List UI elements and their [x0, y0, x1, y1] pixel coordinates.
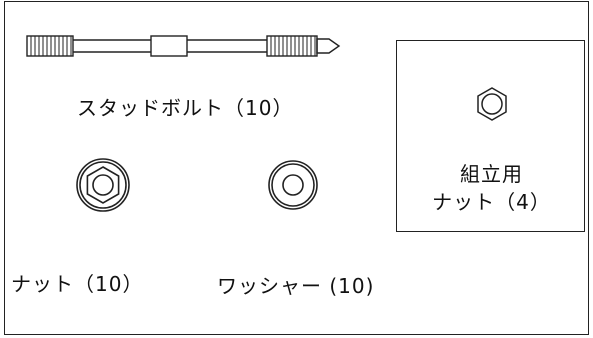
- assembly-nut-label-line1: 組立用: [460, 162, 523, 186]
- nut-label: ナット（10）: [11, 272, 144, 296]
- stud-bolt-icon: [26, 35, 341, 57]
- assembly-nut-label-line2: ナット（4）: [432, 190, 551, 214]
- washer-icon: [268, 160, 318, 210]
- hex-nut-small-icon: [477, 87, 507, 121]
- hex-nut-icon: [76, 158, 130, 212]
- parts-diagram-frame: スタッドボルト（10） ナット（10） ワッシャー (10): [4, 1, 589, 335]
- washer-label: ワッシャー (10): [217, 274, 375, 298]
- stud-bolt-label: スタッドボルト（10）: [77, 96, 294, 120]
- assembly-nut-box: 組立用 ナット（4）: [396, 40, 585, 232]
